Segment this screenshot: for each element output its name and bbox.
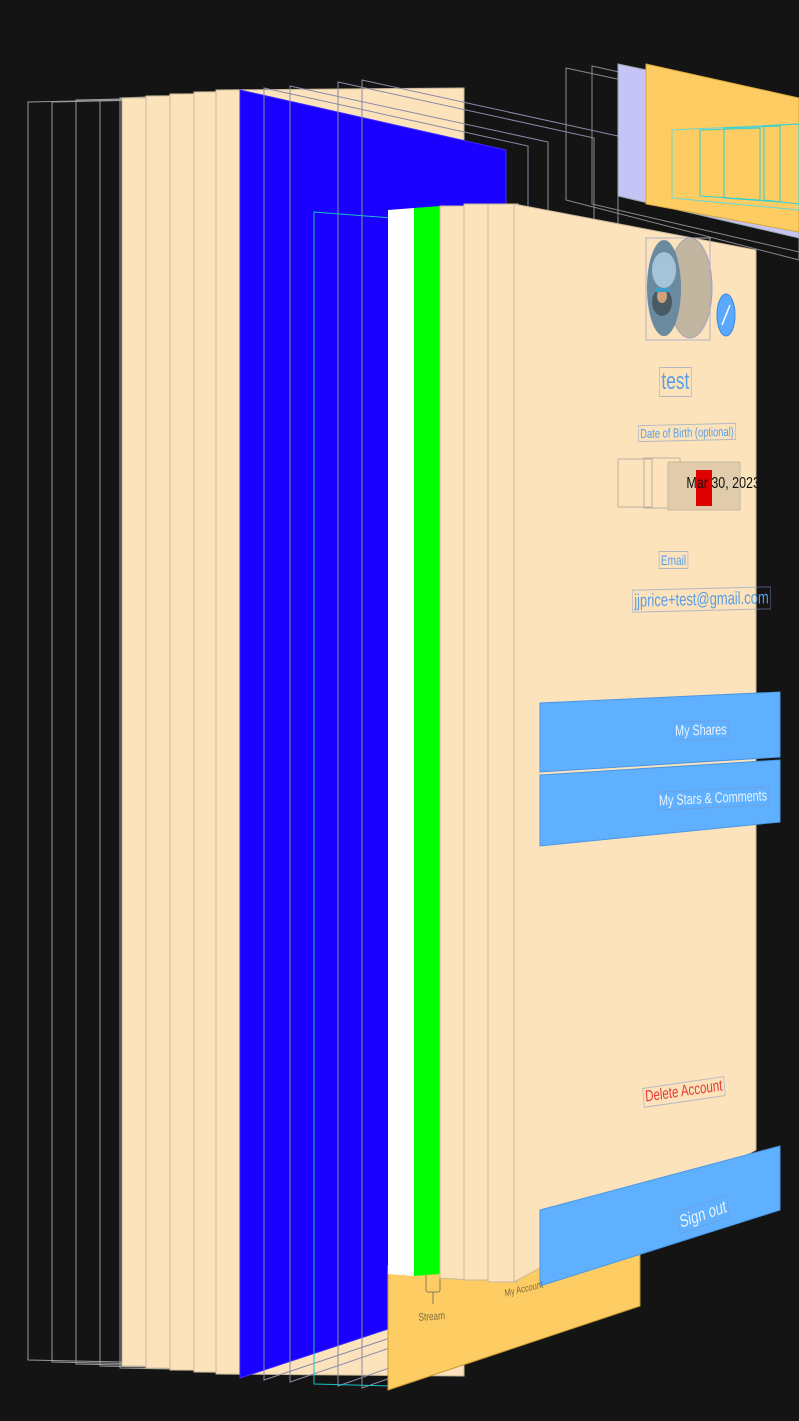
date-of-birth-label: Date of Birth (optional) xyxy=(637,422,737,443)
date-picker[interactable] xyxy=(617,457,741,511)
beige-front-layers xyxy=(439,203,519,1283)
tab-stream[interactable]: Stream xyxy=(418,1310,446,1324)
date-of-birth-value[interactable]: Mar 30, 2023 xyxy=(686,475,760,492)
green-layer xyxy=(414,206,440,1276)
sign-out-button[interactable] xyxy=(539,1145,781,1287)
email-label: Email xyxy=(658,551,689,569)
pencil-icon[interactable] xyxy=(716,293,736,337)
email-value: jjprice+test@gmail.com xyxy=(631,586,771,613)
my-stars-comments-button[interactable] xyxy=(539,759,781,847)
my-shares-label: My Shares xyxy=(672,720,729,741)
white-layer xyxy=(388,208,414,1276)
avatar[interactable] xyxy=(645,237,713,341)
profile-name: test xyxy=(659,367,692,397)
my-shares-button[interactable] xyxy=(539,691,781,773)
top-panel-group xyxy=(565,63,799,261)
